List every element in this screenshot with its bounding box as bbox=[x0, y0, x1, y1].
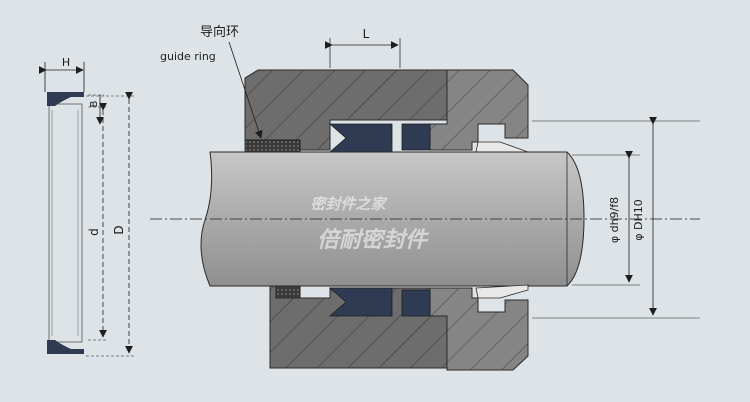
wiper-lip-lower bbox=[475, 284, 529, 299]
seal-section-view: H B d D bbox=[38, 56, 136, 357]
seal-lower bbox=[328, 287, 393, 317]
d-dimension-label: d bbox=[87, 228, 101, 236]
dh-dimension-label: φ dh9/f8 bbox=[608, 197, 621, 243]
guide-ring-upper bbox=[244, 139, 301, 153]
seal-profile-top bbox=[47, 92, 84, 106]
seal-profile-bottom bbox=[47, 340, 84, 354]
watermark-line-2: 倍耐密封件 bbox=[317, 227, 430, 253]
backup-ring-lower bbox=[401, 289, 431, 317]
housing-upper bbox=[244, 69, 448, 151]
seal-ring-outline bbox=[48, 103, 83, 343]
b-dimension-label: B bbox=[89, 100, 100, 107]
guide-ring-label-cn: 导向环 bbox=[200, 24, 239, 40]
gland-lower bbox=[429, 284, 529, 371]
guide-ring-leader bbox=[228, 41, 263, 139]
guide-ring-label-en: guide ring bbox=[160, 50, 216, 63]
seal-upper bbox=[328, 123, 393, 153]
installation-assembly: L 导向环 guide ring φ dh9/f8 φ DH10 bbox=[150, 24, 700, 371]
D-dimension-label: D bbox=[112, 225, 126, 234]
DH-dimension-label: φ DH10 bbox=[632, 199, 645, 241]
backup-ring-upper bbox=[401, 123, 431, 151]
watermark-line-1: 密封件之家 bbox=[310, 195, 388, 213]
l-dimension-label: L bbox=[363, 27, 370, 41]
guide-ring-lower bbox=[275, 285, 301, 299]
h-dimension-label: H bbox=[62, 56, 70, 69]
